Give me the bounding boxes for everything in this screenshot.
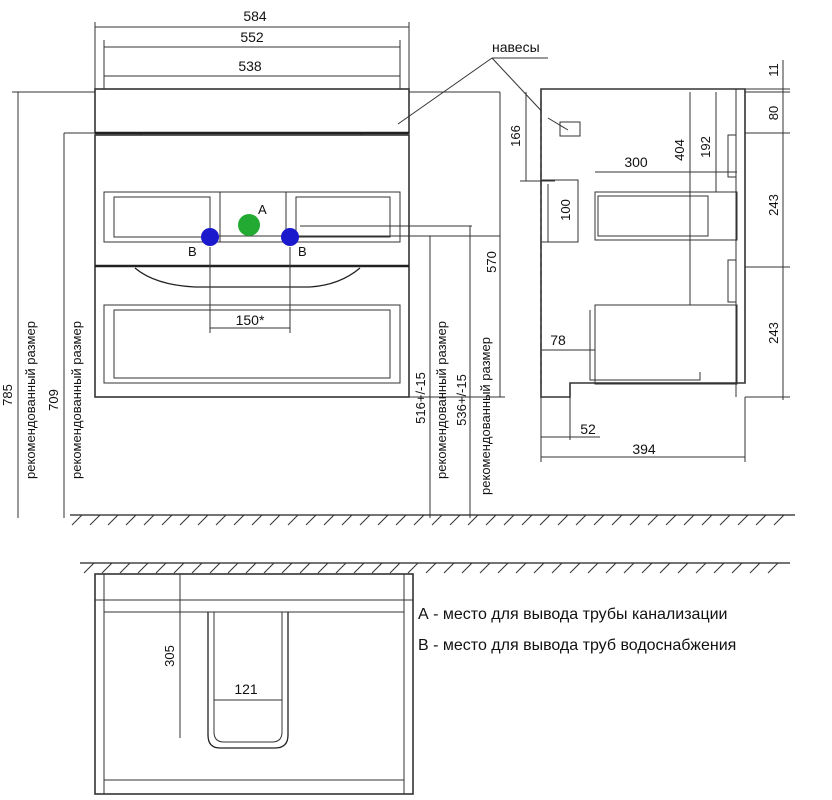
front-view: 584 552 538 A B B 150* нав — [0, 8, 549, 518]
dim-243-bottom: 243 — [766, 322, 781, 344]
countertop — [94, 88, 410, 134]
point-b-left-label: B — [188, 244, 197, 259]
dim-166: 166 — [508, 125, 523, 147]
dim-538: 538 — [238, 58, 262, 74]
recommended-size-4: рекомендованный размер — [478, 337, 493, 495]
top-cabinet — [94, 573, 414, 795]
point-a-marker — [238, 214, 260, 236]
height-709: 709 — [46, 389, 61, 411]
dim-78: 78 — [550, 332, 566, 348]
legend-b: В - место для вывода труб водоснабжения — [418, 637, 736, 654]
dim-100: 100 — [558, 199, 573, 221]
pipe-cutout — [207, 612, 289, 749]
dim-394: 394 — [632, 441, 656, 457]
height-536: 536+/-15 — [454, 374, 469, 426]
dim-121: 121 — [234, 681, 258, 697]
point-a-label: A — [258, 202, 267, 217]
top-view: 305 121 — [80, 562, 790, 795]
point-b-right-marker — [281, 228, 299, 246]
height-785: 785 — [0, 384, 15, 406]
dim-150: 150* — [236, 312, 265, 328]
dim-305: 305 — [162, 645, 177, 667]
recommended-size-1: рекомендованный размер — [23, 321, 38, 479]
dim-11: 11 — [766, 63, 781, 77]
dim-404: 404 — [672, 139, 687, 161]
side-upper-drawer — [594, 191, 738, 241]
handle-lower — [727, 259, 737, 303]
recommended-size-3: рекомендованный размер — [434, 321, 449, 479]
dim-552: 552 — [240, 29, 264, 45]
hinge-block — [559, 121, 581, 137]
dim-243-top: 243 — [766, 194, 781, 216]
dim-80: 80 — [766, 106, 781, 120]
lower-drawer — [103, 304, 401, 384]
dim-584: 584 — [243, 8, 267, 24]
dim-300: 300 — [624, 154, 648, 170]
point-b-left-marker — [201, 228, 219, 246]
dim-52: 52 — [580, 421, 596, 437]
hinges-label: навесы — [492, 39, 540, 55]
side-view: 11 80 243 243 166 404 192 300 100 — [508, 60, 790, 462]
side-cabinet — [540, 88, 746, 398]
legend-a: А - место для вывода трубы канализации — [418, 606, 727, 623]
height-516: 516+/-15 — [413, 372, 428, 424]
handle-upper — [727, 134, 737, 178]
floor-line — [70, 514, 795, 526]
height-570: 570 — [484, 251, 499, 273]
recommended-size-2: рекомендованный размер — [69, 321, 84, 479]
legend: А - место для вывода трубы канализации В… — [418, 606, 736, 654]
point-b-right-label: B — [298, 244, 307, 259]
dim-192: 192 — [698, 136, 713, 158]
